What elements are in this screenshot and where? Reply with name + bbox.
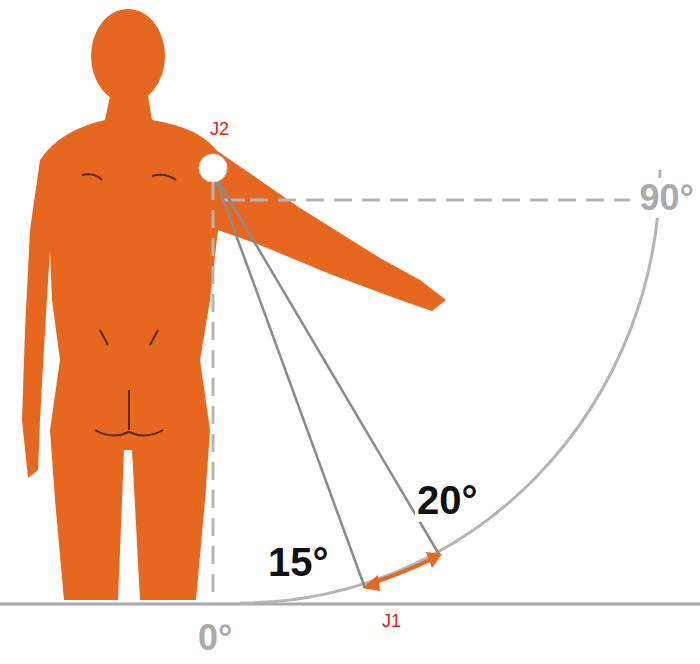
human-silhouette: [22, 96, 446, 600]
angle-label: 20°: [415, 478, 480, 522]
arrow-head: [426, 552, 442, 568]
angle-label: 0°: [196, 618, 234, 658]
angle-label: 15°: [266, 540, 331, 584]
horizontal-reference: [250, 199, 630, 202]
angle-ray: [213, 172, 440, 556]
head: [91, 9, 165, 103]
arrow-head: [362, 575, 380, 591]
angle-label: 90°: [638, 178, 696, 218]
shoulder-joint: [199, 154, 227, 182]
range-arrow: [370, 558, 434, 584]
ground-line: [0, 603, 700, 606]
reference-tick: [222, 199, 245, 202]
angle-ray: [213, 172, 365, 588]
joint-label: J1: [380, 612, 403, 632]
joint-label: J2: [208, 120, 231, 140]
back-detail: [82, 174, 176, 435]
vertical-reference: [212, 182, 215, 600]
